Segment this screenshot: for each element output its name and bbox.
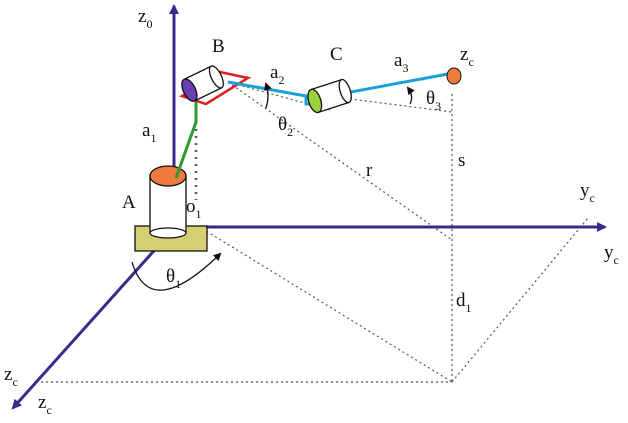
r-guide	[227, 81, 453, 241]
label-a1: a1	[142, 120, 156, 145]
theta1-arc	[131, 252, 222, 291]
yc-diagonal	[451, 217, 589, 383]
label-z0: z0	[138, 6, 152, 31]
label-c: C	[330, 44, 343, 65]
construction-lines	[36, 81, 589, 383]
label-b: B	[212, 36, 225, 57]
joint-c	[307, 78, 352, 114]
joint-a-cylinder	[149, 165, 187, 239]
angle-arcs	[131, 82, 415, 291]
label-yc-upper: yc	[580, 180, 595, 205]
label-theta1: θ1	[166, 266, 181, 291]
labels: z0 B C a2 a3 zc θ3 θ2 a1 s r A o1 yc yc …	[4, 6, 619, 417]
label-r: r	[366, 160, 373, 181]
label-theta2: θ2	[278, 114, 293, 139]
label-a3: a3	[394, 50, 408, 75]
label-a: A	[122, 192, 136, 213]
label-o1: o1	[186, 196, 202, 221]
joint-b	[179, 65, 252, 106]
label-a2: a2	[270, 62, 284, 87]
theta2-arc	[264, 82, 272, 109]
label-zc-bottom: zc	[38, 392, 52, 417]
label-s: s	[458, 150, 465, 171]
end-effector	[446, 67, 462, 85]
axes	[11, 4, 607, 410]
link-a1	[174, 100, 198, 179]
link-a3	[339, 72, 449, 96]
link-a2	[227, 80, 312, 106]
label-theta3: θ3	[426, 88, 441, 113]
label-yc-lower: yc	[604, 242, 619, 267]
label-zc-top: zc	[460, 44, 474, 69]
zc-axis	[11, 242, 162, 410]
theta3-arc	[406, 86, 415, 105]
label-zc-left: zc	[4, 364, 18, 389]
label-d1: d1	[456, 290, 472, 315]
base-diagonal	[197, 225, 453, 383]
